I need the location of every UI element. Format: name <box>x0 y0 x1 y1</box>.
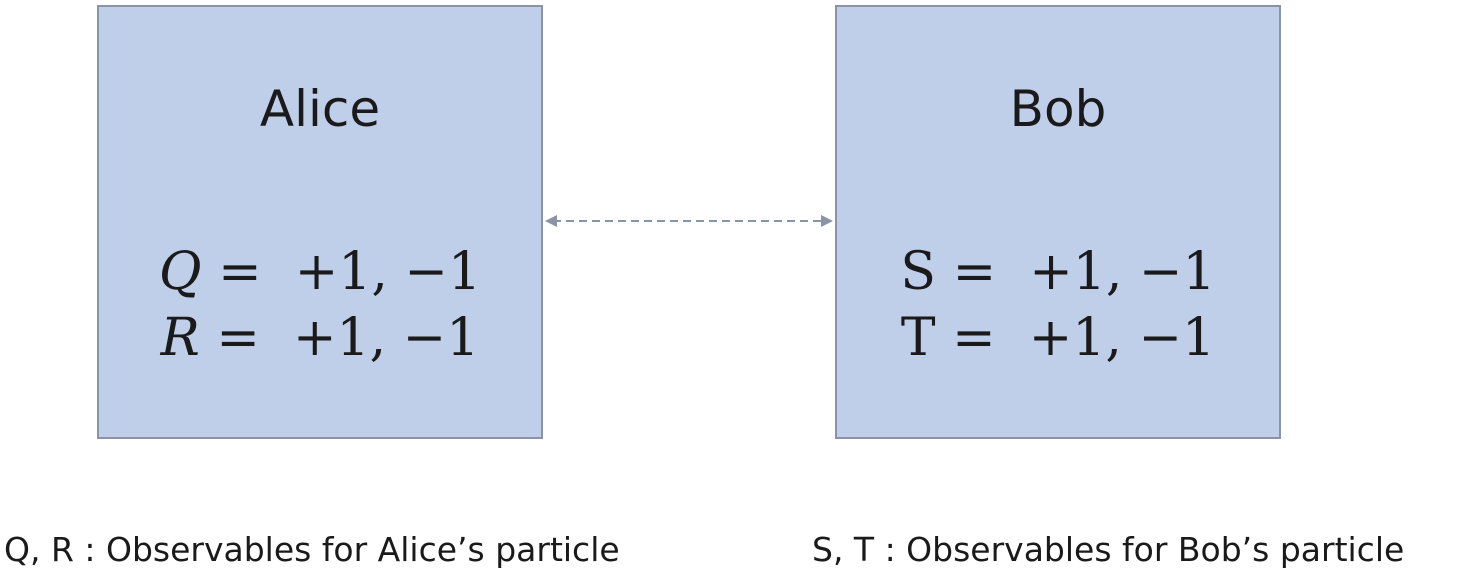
alice-equation-r-rhs: = +1, −1 <box>199 308 480 368</box>
bob-box: Bob S = +1, −1 T = +1, −1 <box>835 5 1281 439</box>
alice-equation-q: Q = +1, −1 <box>99 239 541 305</box>
bob-equation-t: T = +1, −1 <box>837 305 1279 371</box>
bob-equation-t-var: T <box>900 308 936 368</box>
alice-observables-caption: Q, R : Observables for Alice’s particle <box>4 530 620 569</box>
alice-box: Alice Q = +1, −1 R = +1, −1 <box>97 5 543 439</box>
bob-equation-t-rhs: = +1, −1 <box>935 308 1216 368</box>
alice-equations: Q = +1, −1 R = +1, −1 <box>99 239 541 371</box>
alice-equation-q-var: Q <box>158 242 202 302</box>
alice-equation-r: R = +1, −1 <box>99 305 541 371</box>
bob-title: Bob <box>1009 80 1107 138</box>
alice-title: Alice <box>259 80 381 138</box>
arrow-head-right <box>821 215 833 227</box>
bob-observables-caption: S, T : Observables for Bob’s particle <box>812 530 1405 569</box>
arrow-head-left <box>545 215 557 227</box>
bob-equation-s-var: S <box>900 242 937 302</box>
bidirectional-dashed-arrow <box>545 215 833 227</box>
alice-equation-q-rhs: = +1, −1 <box>201 242 482 302</box>
bob-equation-s: S = +1, −1 <box>837 239 1279 305</box>
bob-equations: S = +1, −1 T = +1, −1 <box>837 239 1279 371</box>
alice-equation-r-var: R <box>160 308 200 368</box>
bob-equation-s-rhs: = +1, −1 <box>936 242 1216 302</box>
